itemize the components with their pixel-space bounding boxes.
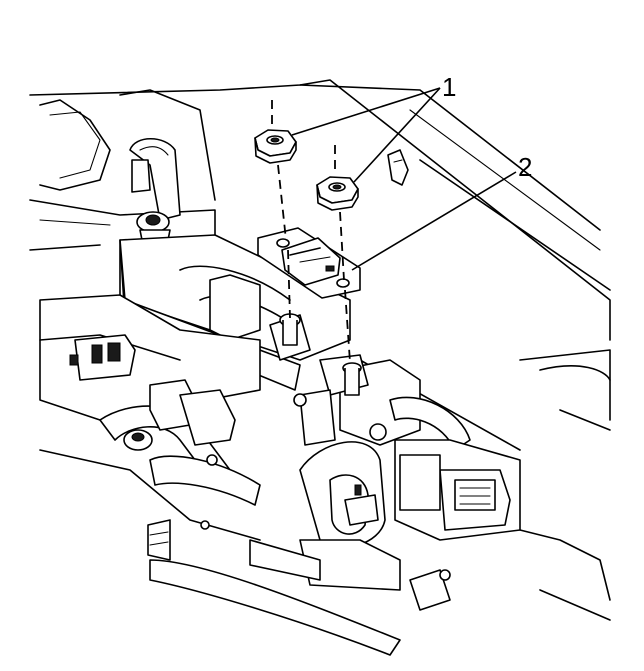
lower-left-hoses	[99, 379, 261, 530]
retaining-clip	[387, 149, 409, 186]
left-electrical-box	[39, 294, 261, 541]
right-connector-assembly	[339, 359, 611, 621]
hex-nut	[254, 129, 297, 164]
stud-assembly	[293, 354, 369, 446]
callout-label: 1	[442, 72, 456, 102]
left-hose-assembly	[129, 137, 181, 241]
hex-nut	[316, 176, 359, 211]
callout-label: 2	[518, 152, 532, 182]
lower-middle-hose	[147, 441, 401, 656]
callout-leaders	[291, 87, 517, 271]
alignment-lines	[271, 100, 351, 363]
mounting-bracket	[257, 227, 361, 299]
